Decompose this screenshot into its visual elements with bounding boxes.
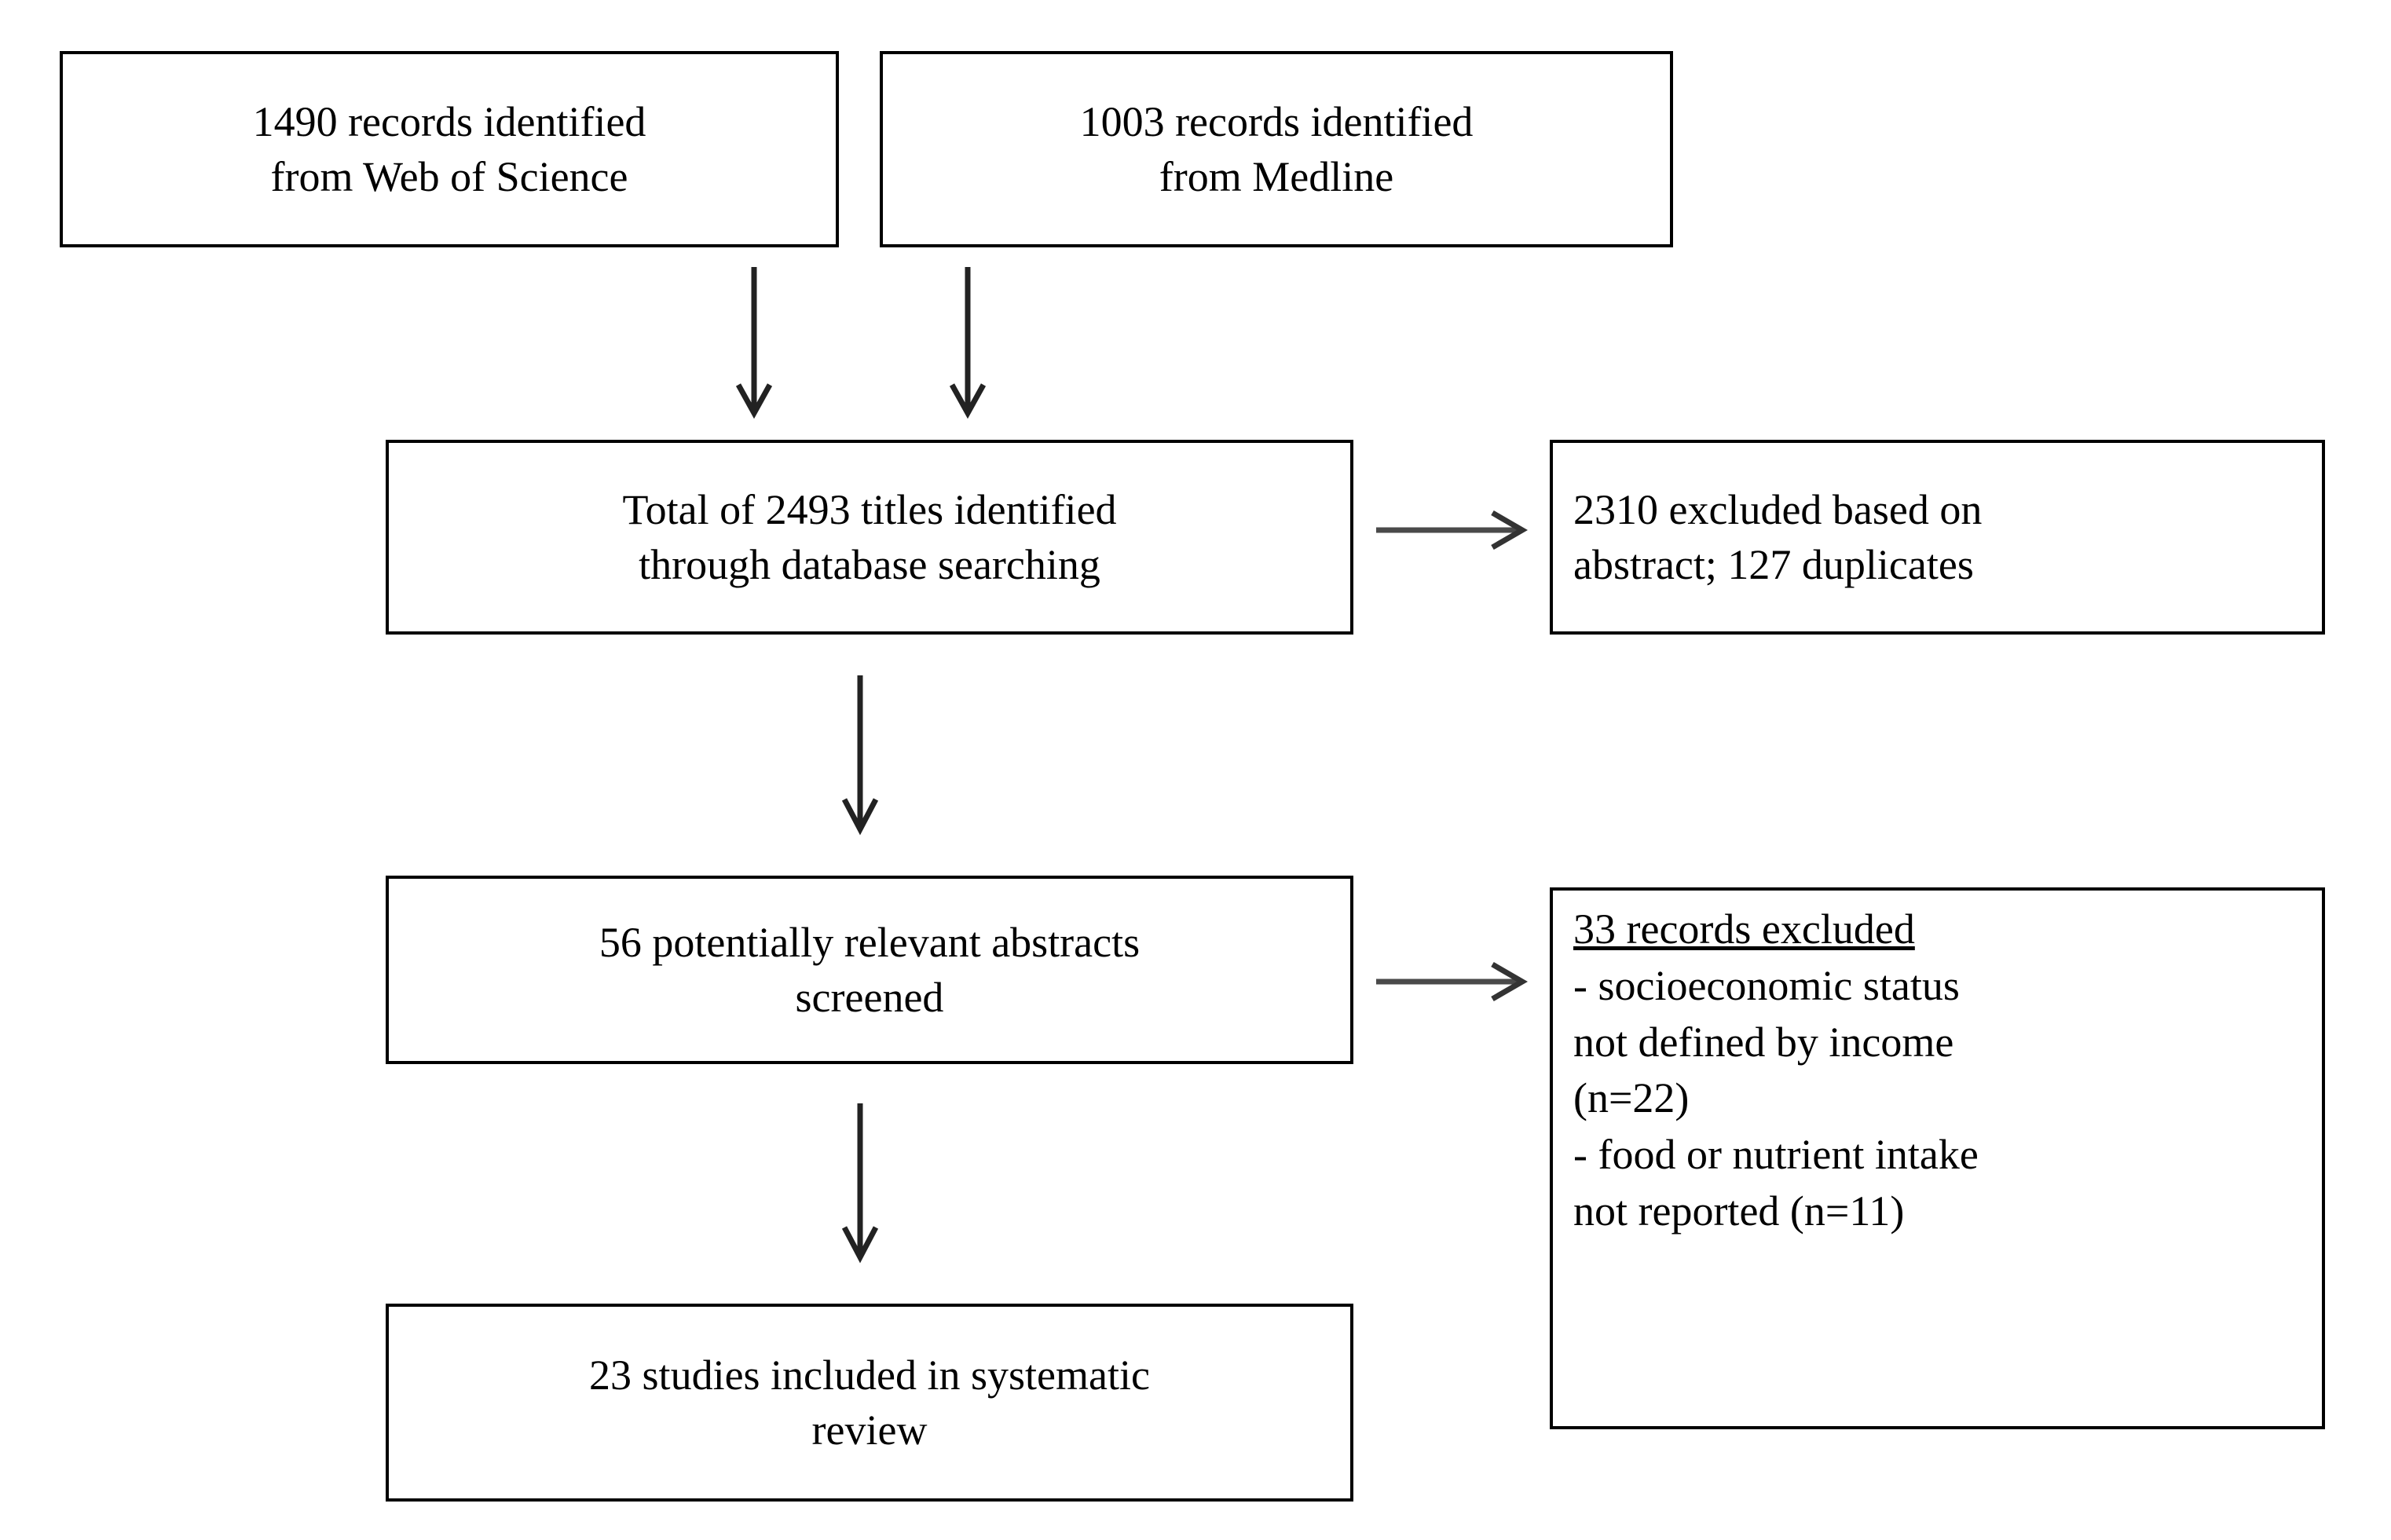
box-studies-included: 23 studies included in systematic review — [386, 1304, 1353, 1502]
box-source-web-of-science-label: 1490 records identified from Web of Scie… — [252, 97, 646, 200]
box-titles-identified-label: Total of 2493 titles identified through … — [622, 485, 1117, 588]
box-source-web-of-science: 1490 records identified from Web of Scie… — [60, 51, 839, 247]
arrow-titles-to-excluded — [1376, 507, 1528, 554]
records-excluded-reason-2: - food or nutrient intake not reported (… — [1573, 1131, 1979, 1235]
records-excluded-heading: 33 records excluded — [1573, 905, 1915, 953]
box-source-medline-label: 1003 records identified from Medline — [1079, 97, 1474, 200]
arrow-abstracts-to-excluded — [1376, 958, 1528, 1005]
box-source-medline: 1003 records identified from Medline — [880, 51, 1673, 247]
arrow-wos-to-titles — [730, 267, 778, 419]
records-excluded-reason-1: - socioeconomic status not defined by in… — [1573, 961, 1960, 1122]
box-abstracts-screened: 56 potentially relevant abstracts screen… — [386, 876, 1353, 1064]
box-excluded-abstract: 2310 excluded based on abstract; 127 dup… — [1550, 440, 2325, 635]
arrow-abstracts-to-included — [837, 1103, 884, 1264]
box-excluded-abstract-label: 2310 excluded based on abstract; 127 dup… — [1573, 485, 1983, 588]
box-studies-included-label: 23 studies included in systematic review — [589, 1351, 1150, 1454]
box-abstracts-screened-label: 56 potentially relevant abstracts screen… — [599, 918, 1141, 1021]
records-excluded-list: 33 records excluded - socioeconomic stat… — [1553, 891, 2322, 1240]
box-titles-identified: Total of 2493 titles identified through … — [386, 440, 1353, 635]
box-records-excluded: 33 records excluded - socioeconomic stat… — [1550, 887, 2325, 1429]
arrow-titles-to-abstracts — [837, 675, 884, 836]
arrow-medline-to-titles — [944, 267, 991, 419]
